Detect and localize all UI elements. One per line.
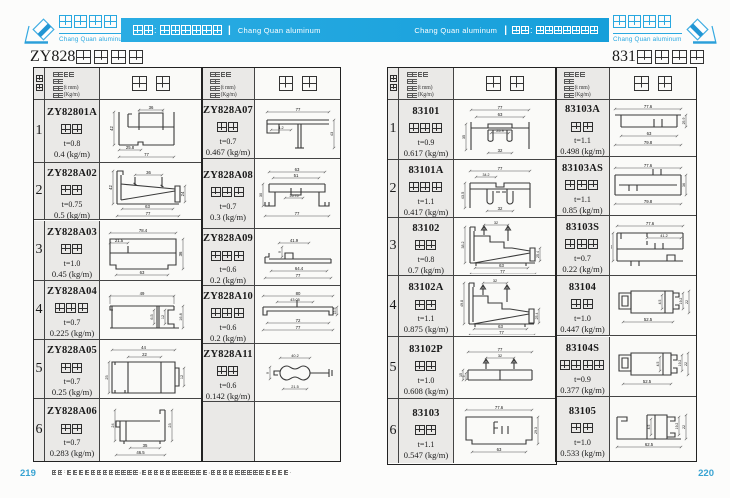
svg-text:32: 32	[494, 221, 498, 225]
svg-text:77: 77	[498, 105, 503, 110]
svg-text:25.9: 25.9	[496, 129, 503, 133]
svg-text:77: 77	[295, 107, 300, 112]
svg-text:77: 77	[146, 211, 151, 216]
svg-text:77: 77	[499, 330, 504, 335]
svg-text:52.5: 52.5	[643, 379, 652, 384]
svg-text:72: 72	[295, 318, 300, 323]
svg-text:25.9: 25.9	[682, 118, 686, 125]
svg-text:4.5: 4.5	[658, 299, 662, 304]
svg-text:43.05: 43.05	[290, 298, 300, 302]
svg-text:35: 35	[462, 135, 466, 139]
svg-text:22: 22	[682, 425, 686, 429]
svg-text:25.8: 25.8	[126, 145, 135, 150]
svg-text:32: 32	[498, 148, 503, 153]
svg-text:77.6: 77.6	[646, 221, 655, 226]
svg-text:43.5: 43.5	[461, 192, 465, 199]
svg-text:15: 15	[459, 373, 463, 377]
svg-text:21.5: 21.5	[115, 238, 124, 243]
svg-text:32: 32	[493, 279, 497, 283]
svg-text:63: 63	[145, 204, 150, 209]
svg-text:63: 63	[647, 131, 652, 136]
svg-text:77.6: 77.6	[495, 405, 504, 410]
svg-text:77.6: 77.6	[644, 104, 653, 109]
svg-text:36: 36	[682, 183, 686, 187]
svg-text:40.2: 40.2	[291, 354, 298, 358]
svg-text:21.5: 21.5	[291, 385, 298, 389]
svg-text:77: 77	[295, 325, 300, 330]
svg-text:4.2: 4.2	[278, 126, 283, 130]
svg-text:25: 25	[105, 376, 109, 380]
svg-text:32: 32	[498, 354, 502, 358]
svg-text:5: 5	[462, 376, 466, 378]
svg-text:6.5: 6.5	[150, 315, 154, 320]
svg-text:77: 77	[498, 347, 503, 352]
svg-text:9: 9	[278, 251, 282, 253]
svg-text:77: 77	[500, 269, 505, 274]
svg-text:25.75: 25.75	[289, 194, 298, 198]
svg-text:19.2: 19.2	[679, 297, 683, 304]
svg-text:80: 80	[295, 291, 300, 296]
svg-text:24: 24	[111, 424, 115, 428]
svg-text:64.4: 64.4	[294, 266, 303, 271]
svg-text:38.2: 38.2	[461, 241, 465, 248]
svg-text:63: 63	[498, 324, 503, 329]
svg-text:49: 49	[140, 291, 145, 296]
svg-text:63: 63	[294, 167, 299, 172]
svg-text:41.9: 41.9	[289, 238, 298, 243]
svg-text:43: 43	[330, 132, 334, 136]
svg-text:34.2: 34.2	[483, 173, 490, 177]
svg-text:36: 36	[611, 245, 613, 249]
svg-text:29.3: 29.3	[534, 427, 538, 434]
svg-text:63: 63	[499, 263, 504, 268]
svg-text:12: 12	[180, 375, 184, 379]
svg-text:44: 44	[141, 345, 146, 350]
svg-text:12: 12	[161, 315, 165, 319]
svg-text:62.5: 62.5	[645, 442, 654, 447]
svg-text:77.6: 77.6	[644, 163, 653, 168]
svg-text:25.4: 25.4	[535, 313, 539, 320]
svg-text:4.5: 4.5	[656, 362, 660, 367]
svg-text:63: 63	[497, 447, 502, 452]
svg-text:51: 51	[293, 173, 298, 178]
svg-text:36: 36	[178, 251, 183, 256]
svg-text:52.5: 52.5	[644, 317, 653, 322]
svg-text:30: 30	[259, 193, 263, 197]
svg-text:46.5: 46.5	[136, 450, 145, 455]
svg-text:15.5: 15.5	[333, 308, 337, 315]
svg-text:24: 24	[180, 191, 185, 196]
svg-text:35: 35	[143, 443, 148, 448]
svg-text:19.2: 19.2	[675, 422, 679, 429]
svg-text:77: 77	[144, 152, 149, 157]
svg-text:25.4: 25.4	[536, 251, 540, 258]
svg-text:77: 77	[294, 211, 299, 216]
svg-text:36: 36	[146, 170, 151, 175]
svg-text:63: 63	[498, 112, 503, 117]
svg-text:77: 77	[295, 273, 300, 278]
svg-text:42: 42	[108, 184, 113, 189]
svg-text:78.4: 78.4	[139, 228, 148, 233]
svg-text:36: 36	[149, 105, 154, 110]
svg-text:19.2: 19.2	[678, 360, 682, 367]
svg-text:22: 22	[684, 362, 688, 366]
svg-text:79.8: 79.8	[644, 140, 653, 145]
svg-text:9: 9	[266, 372, 270, 374]
svg-text:16.8: 16.8	[179, 313, 183, 320]
svg-text:22: 22	[685, 300, 689, 304]
svg-text:42: 42	[109, 126, 114, 131]
svg-text:4.5: 4.5	[647, 424, 651, 429]
svg-text:22: 22	[142, 352, 147, 357]
svg-text:41.2: 41.2	[660, 234, 667, 238]
svg-text:79.8: 79.8	[644, 199, 653, 204]
svg-text:32: 32	[498, 206, 503, 211]
svg-text:63: 63	[140, 270, 145, 275]
svg-text:77: 77	[498, 166, 503, 171]
svg-text:23: 23	[168, 424, 172, 428]
svg-text:49.8: 49.8	[460, 300, 464, 307]
